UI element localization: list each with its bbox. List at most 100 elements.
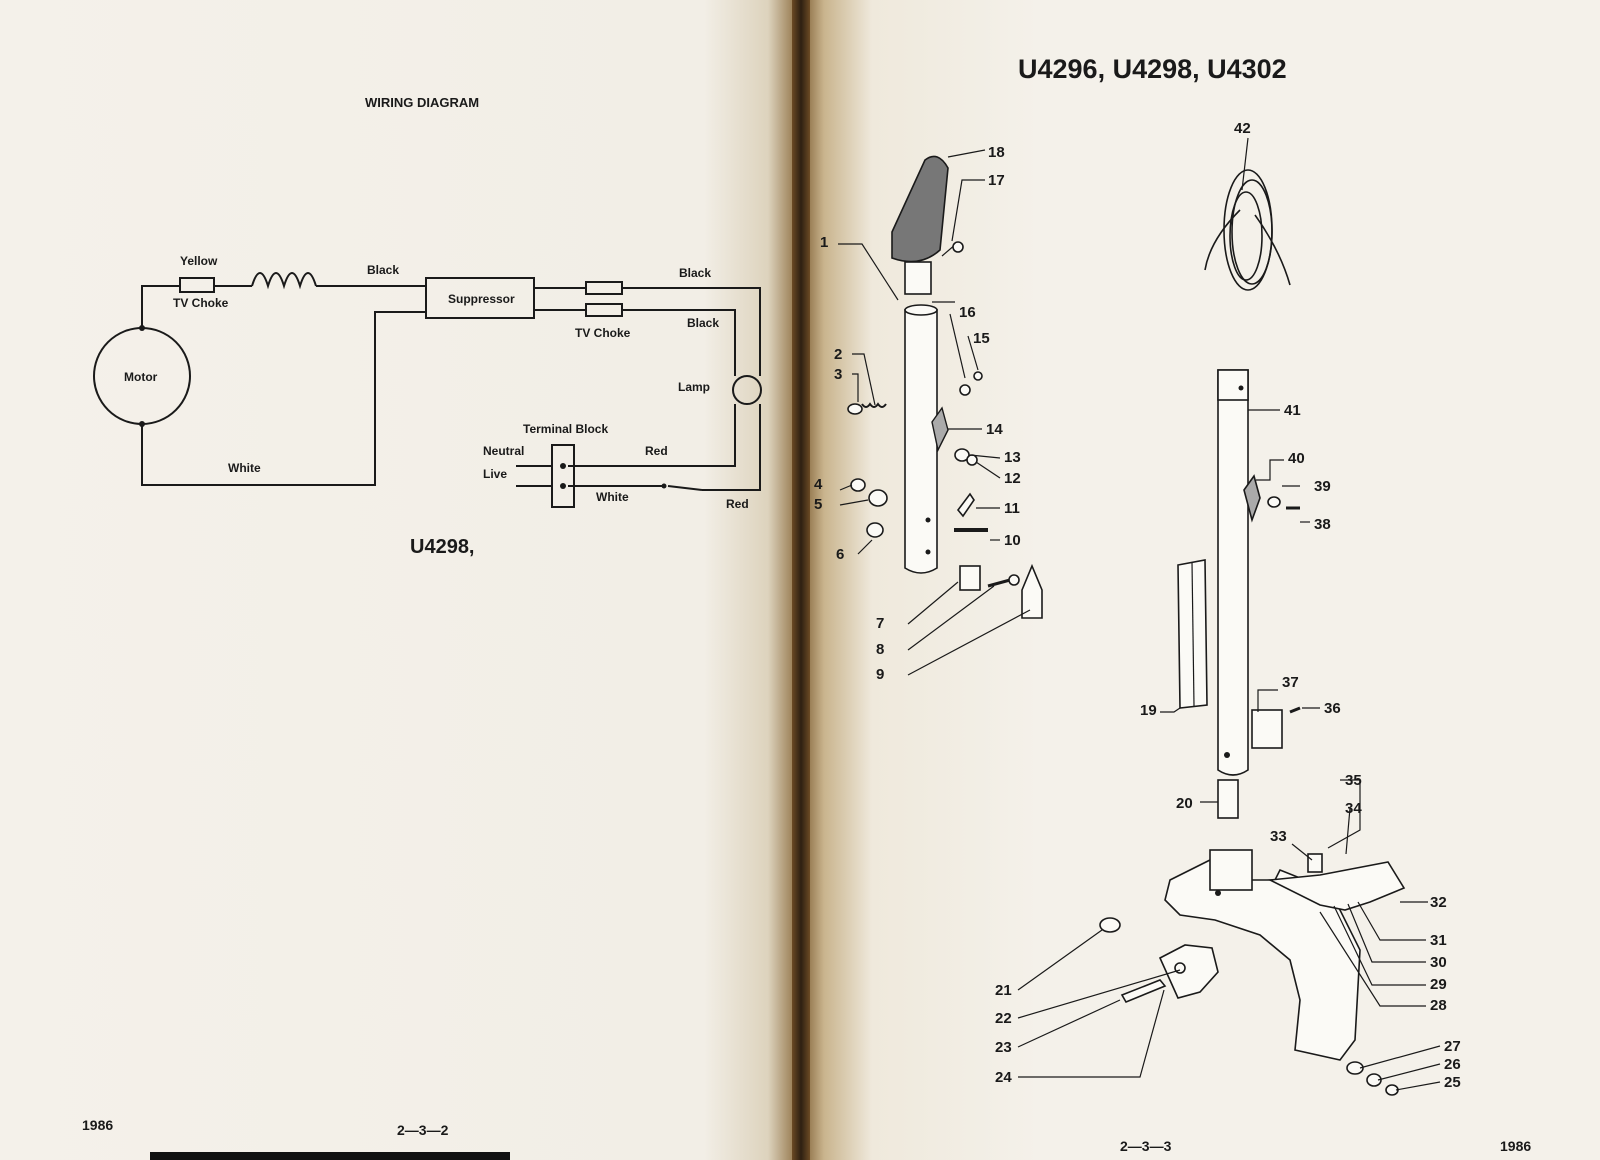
part-9	[1021, 563, 1043, 619]
callout-16: 16	[959, 304, 976, 321]
callout-31: 31	[1430, 932, 1447, 949]
callout-29: 29	[1430, 976, 1447, 993]
part-26	[1366, 1073, 1382, 1087]
label-black-1: Black	[367, 263, 400, 277]
callout-1: 1	[820, 234, 829, 251]
upper-handle-tube	[904, 309, 938, 574]
handle-plug	[904, 261, 932, 295]
label-black-3: Black	[687, 316, 720, 330]
wiring-diagram-title: WIRING DIAGRAM	[365, 95, 480, 110]
spring-2	[861, 402, 887, 408]
part-39	[1267, 496, 1281, 508]
part-7	[959, 565, 981, 591]
part-12	[966, 454, 978, 466]
suppressor-box	[425, 277, 535, 319]
part-27	[1346, 1061, 1364, 1075]
callout-27: 27	[1444, 1038, 1461, 1055]
wiring-diagram	[93, 272, 762, 508]
pedal-bracket	[1158, 944, 1219, 999]
part-32	[1267, 861, 1406, 911]
label-red-2: Red	[726, 497, 749, 511]
part-16	[959, 384, 971, 396]
part-33	[1307, 853, 1323, 873]
callout-11: 11	[1004, 500, 1020, 517]
callout-2: 2	[834, 346, 843, 363]
left-page-number: 2—3—2	[397, 1122, 449, 1138]
label-motor: Motor	[124, 370, 158, 384]
handle-grip-18	[891, 155, 949, 263]
callout-25: 25	[1444, 1074, 1461, 1091]
label-terminal-block: Terminal Block	[523, 422, 609, 436]
page-edge-strip	[150, 1152, 510, 1160]
callout-36: 36	[1324, 700, 1341, 717]
callout-38: 38	[1314, 516, 1331, 533]
callout-3: 3	[834, 366, 843, 383]
callout-40: 40	[1288, 450, 1305, 467]
callout-20: 20	[1176, 795, 1193, 812]
part-37	[1251, 709, 1283, 749]
left-year: 1986	[82, 1117, 114, 1133]
callout-26: 26	[1444, 1056, 1461, 1073]
callout-23: 23	[995, 1039, 1012, 1056]
part-21	[1099, 917, 1121, 933]
label-tv-choke-2: TV Choke	[575, 326, 631, 340]
lamp-symbol	[732, 375, 762, 405]
part-23	[1120, 979, 1167, 1004]
right-page: U4296, U4298, U4302 1 2 3 4 5 6 7 8 9 10…	[800, 0, 1600, 1160]
callout-6: 6	[836, 546, 845, 563]
callout-10: 10	[1004, 532, 1021, 549]
terminal-block	[551, 444, 575, 508]
part-6	[866, 522, 884, 538]
label-white-1: White	[228, 461, 261, 475]
tv-choke-1-symbol	[179, 277, 215, 293]
lower-handle-tube	[1217, 369, 1249, 776]
callout-32: 32	[1430, 894, 1447, 911]
callout-28: 28	[1430, 997, 1447, 1014]
label-white-2: White	[596, 490, 629, 504]
callout-17: 17	[988, 172, 1005, 189]
callout-8: 8	[876, 641, 885, 658]
cable-42	[1204, 169, 1291, 291]
label-lamp: Lamp	[678, 380, 711, 394]
exploded-parts-diagram	[838, 137, 1441, 1096]
part-4	[850, 478, 866, 492]
callout-4: 4	[814, 476, 823, 493]
part-8	[1008, 574, 1020, 586]
callout-19: 19	[1140, 702, 1157, 719]
right-page-number: 2—3—3	[1120, 1138, 1172, 1154]
part-15	[973, 371, 983, 381]
left-model-label: U4298,	[410, 536, 475, 558]
leader-lines	[838, 137, 1441, 1091]
tv-choke-2-symbol	[585, 303, 623, 317]
label-yellow: Yellow	[180, 254, 218, 268]
part-3	[847, 403, 863, 415]
part-20	[1217, 779, 1239, 819]
callout-15: 15	[973, 330, 990, 347]
inductor-coil	[251, 272, 317, 290]
callout-14: 14	[986, 421, 1003, 438]
book-spine	[792, 0, 810, 1160]
callout-5: 5	[814, 496, 823, 513]
callout-24: 24	[995, 1069, 1012, 1086]
callout-35: 35	[1345, 772, 1362, 789]
right-page-title: U4296, U4298, U4302	[1018, 54, 1287, 84]
callout-30: 30	[1430, 954, 1447, 971]
label-tv-choke-1: TV Choke	[173, 296, 229, 310]
callout-18: 18	[988, 144, 1005, 161]
callout-34: 34	[1345, 800, 1362, 817]
callout-21: 21	[995, 982, 1012, 999]
callout-37: 37	[1282, 674, 1299, 691]
label-black-2: Black	[679, 266, 712, 280]
callout-9: 9	[876, 666, 885, 683]
callout-33: 33	[1270, 828, 1287, 845]
callout-22: 22	[995, 1010, 1012, 1027]
callout-13: 13	[1004, 449, 1021, 466]
label-live: Live	[483, 467, 508, 481]
callout-39: 39	[1314, 478, 1331, 495]
label-suppressor: Suppressor	[448, 292, 515, 306]
label-red-1: Red	[645, 444, 668, 458]
part-5	[868, 489, 888, 507]
callout-42: 42	[1234, 120, 1251, 137]
callout-7: 7	[876, 615, 885, 632]
callout-12: 12	[1004, 470, 1021, 487]
